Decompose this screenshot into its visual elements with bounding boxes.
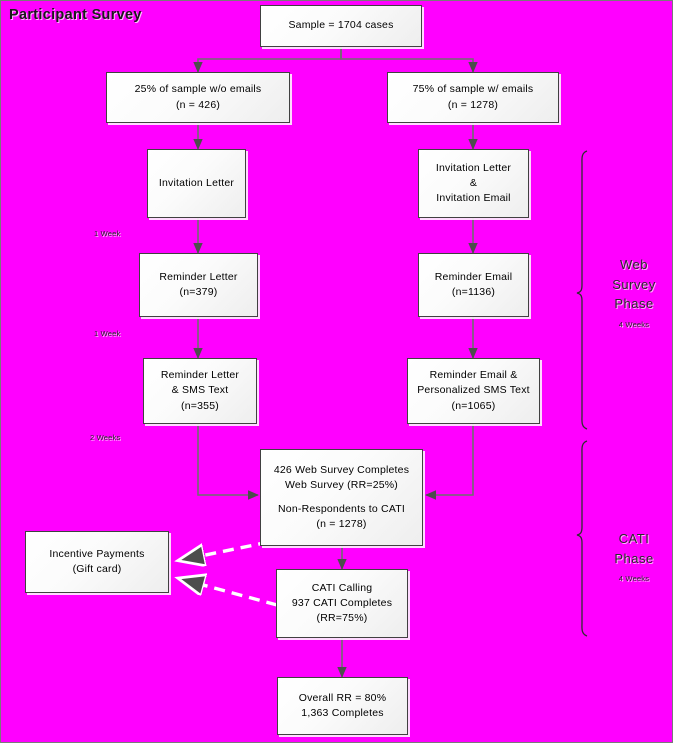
node-invitation-letter: Invitation Letter bbox=[147, 149, 246, 218]
node-reminder-letter-line1: Reminder Letter bbox=[159, 270, 238, 283]
interval-label-week-2: 2 Weeks bbox=[90, 433, 121, 442]
node-incentive-line1: Incentive Payments bbox=[49, 547, 145, 560]
node-with-emails-line1: 75% of sample w/ emails bbox=[412, 83, 534, 96]
phase-web-line2: Survey bbox=[612, 276, 656, 292]
edge-sample-to-no-emails bbox=[193, 47, 342, 73]
node-incentive-payments: Incentive Payments (Gift card) bbox=[25, 531, 169, 593]
node-with-emails-line2: (n = 1278) bbox=[447, 98, 499, 111]
node-web-completes-spacer bbox=[265, 493, 418, 502]
node-invitation-letter-email-line2: & bbox=[469, 176, 478, 189]
edge-web-completes-to-incentive bbox=[181, 540, 270, 560]
node-overall-line1: Overall RR = 80% bbox=[298, 691, 387, 704]
node-no-emails-line2: (n = 426) bbox=[175, 98, 221, 111]
node-reminder-email-line2: (n=1136) bbox=[451, 286, 496, 298]
node-reminder-email: Reminder Email (n=1136) bbox=[418, 253, 529, 317]
edge-cati-calling-to-incentive bbox=[181, 579, 278, 607]
node-reminder-email-sms-line3: (n=1065) bbox=[451, 399, 496, 412]
node-web-completes-line1: 426 Web Survey Completes bbox=[273, 463, 410, 476]
node-web-completes-line4: (n = 1278) bbox=[316, 518, 367, 531]
node-web-completes: 426 Web Survey Completes Web Survey (RR=… bbox=[260, 449, 423, 546]
node-reminder-letter-sms: Reminder Letter & SMS Text (n=355) bbox=[143, 358, 257, 424]
node-reminder-letter-sms-line2: & SMS Text bbox=[171, 384, 229, 397]
brace-cati-phase bbox=[576, 440, 588, 637]
node-web-completes-line2: Web Survey (RR=25%) bbox=[284, 478, 399, 491]
edge-sample-to-with-emails bbox=[340, 47, 478, 73]
node-invitation-letter-email-line3: Invitation Email bbox=[436, 192, 511, 205]
phase-web-line3: Phase bbox=[614, 296, 654, 311]
node-no-emails-line1: 25% of sample w/o emails bbox=[134, 83, 262, 96]
phase-cati-line2: Phase bbox=[614, 550, 654, 566]
node-cati-calling: CATI Calling 937 CATI Completes (RR=75%) bbox=[276, 569, 408, 638]
node-invitation-letter-line1: Invitation Letter bbox=[158, 176, 235, 189]
brace-web-survey-phase bbox=[576, 150, 588, 430]
node-no-emails: 25% of sample w/o emails (n = 426) bbox=[106, 72, 290, 123]
node-overall-rr: Overall RR = 80% 1,363 Completes bbox=[277, 677, 408, 735]
page-title: Participant Survey bbox=[9, 7, 142, 23]
phase-label-web-survey: Web Survey Phase 4 Weeks bbox=[599, 255, 669, 330]
interval-label-week-1-a: 1 Week bbox=[94, 229, 121, 238]
node-reminder-letter-line2: (n=379) bbox=[179, 286, 218, 298]
edge-reminder-letter-sms-to-web-completes bbox=[197, 424, 259, 500]
node-reminder-letter-sms-line1: Reminder Letter bbox=[160, 369, 240, 382]
node-reminder-letter-sms-line3: (n=355) bbox=[181, 399, 219, 412]
node-reminder-email-sms-line1: Reminder Email & bbox=[429, 369, 518, 382]
edge-reminder-email-sms-to-web-completes bbox=[425, 424, 474, 500]
node-reminder-email-sms-line2: Personalized SMS Text bbox=[417, 384, 530, 397]
node-sample-line1: Sample = 1704 cases bbox=[288, 19, 394, 32]
node-cati-calling-line1: CATI Calling bbox=[311, 581, 373, 594]
interval-label-week-1-b: 1 Week bbox=[94, 329, 121, 338]
phase-cati-line1: CATI bbox=[618, 531, 650, 546]
node-reminder-email-line1: Reminder Email bbox=[434, 270, 513, 283]
node-sample: Sample = 1704 cases bbox=[260, 5, 422, 47]
node-invitation-letter-email: Invitation Letter & Invitation Email bbox=[418, 149, 529, 218]
node-reminder-email-sms: Reminder Email & Personalized SMS Text (… bbox=[407, 358, 540, 424]
phase-label-cati: CATI Phase 4 Weeks bbox=[599, 529, 669, 584]
node-cati-calling-line3: (RR=75%) bbox=[316, 612, 368, 625]
node-with-emails: 75% of sample w/ emails (n = 1278) bbox=[387, 72, 559, 123]
node-reminder-letter: Reminder Letter (n=379) bbox=[139, 253, 258, 317]
node-invitation-letter-email-line1: Invitation Letter bbox=[435, 161, 512, 174]
phase-web-line1: Web bbox=[620, 257, 648, 272]
node-incentive-line2: (Gift card) bbox=[72, 563, 122, 575]
phase-web-duration: 4 Weeks bbox=[618, 319, 650, 329]
node-web-completes-line3: Non-Respondents to CATI bbox=[278, 503, 405, 515]
phase-cati-duration: 4 Weeks bbox=[618, 574, 650, 583]
node-cati-calling-line2: 937 CATI Completes bbox=[291, 596, 393, 609]
node-overall-line2: 1,363 Completes bbox=[301, 707, 384, 719]
